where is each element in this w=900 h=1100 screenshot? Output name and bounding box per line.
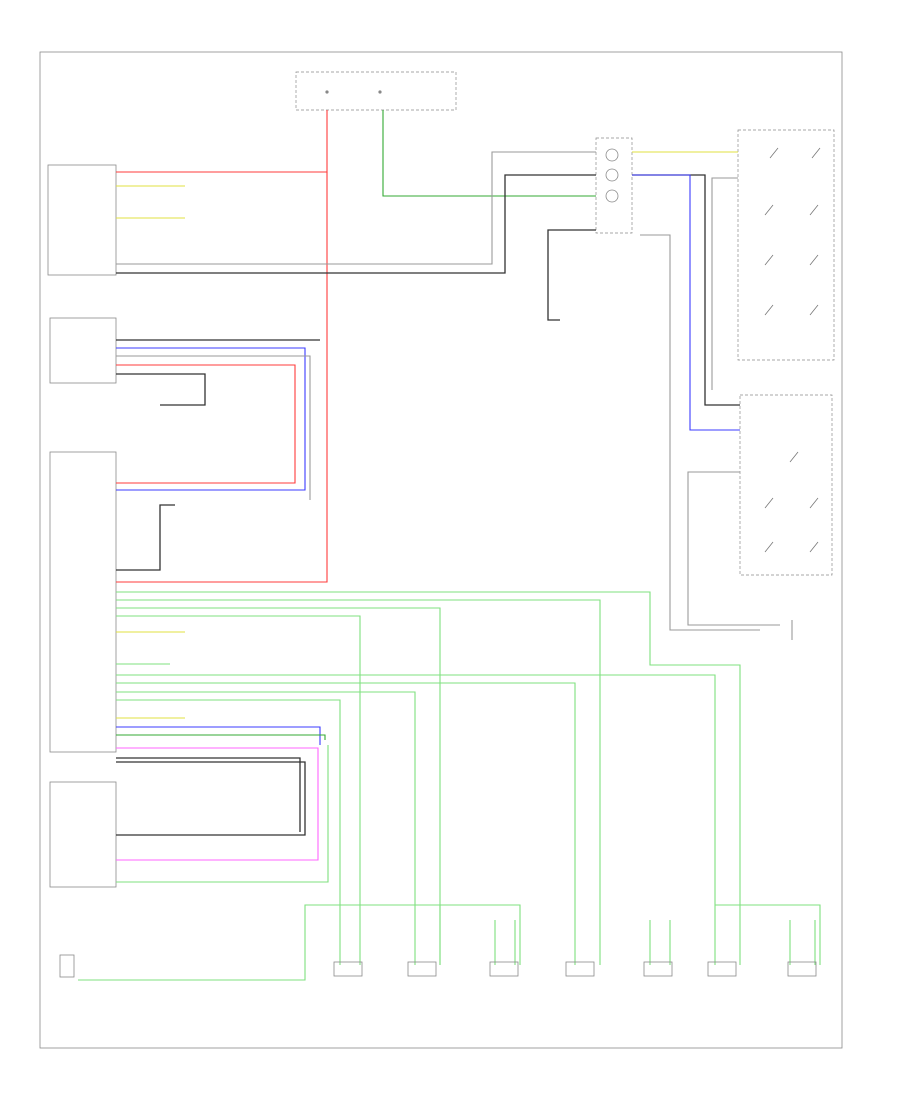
diagram-frame	[39, 51, 843, 1049]
wires-switch-panel	[116, 339, 320, 571]
clock-spring	[595, 137, 633, 234]
switch-panel	[49, 317, 117, 384]
speaker-rr	[333, 961, 363, 977]
speaker-lr2	[643, 961, 673, 977]
media-unit	[49, 781, 117, 888]
speaker-lr	[565, 961, 595, 977]
speaker-lf-tweeter	[787, 961, 817, 977]
right-steering-switches	[737, 129, 835, 361]
antenna-amp	[59, 954, 75, 978]
speaker-rf	[407, 961, 437, 977]
speaker-rf-tweeter	[489, 961, 519, 977]
fuse-box	[295, 71, 457, 111]
speaker-lf	[707, 961, 737, 977]
speaker-branches	[439, 904, 821, 965]
audio-unit	[47, 164, 117, 276]
wires-top	[116, 110, 780, 631]
amplifier	[49, 451, 117, 753]
left-steering-switches	[739, 394, 833, 576]
wires-amplifier	[78, 591, 741, 981]
